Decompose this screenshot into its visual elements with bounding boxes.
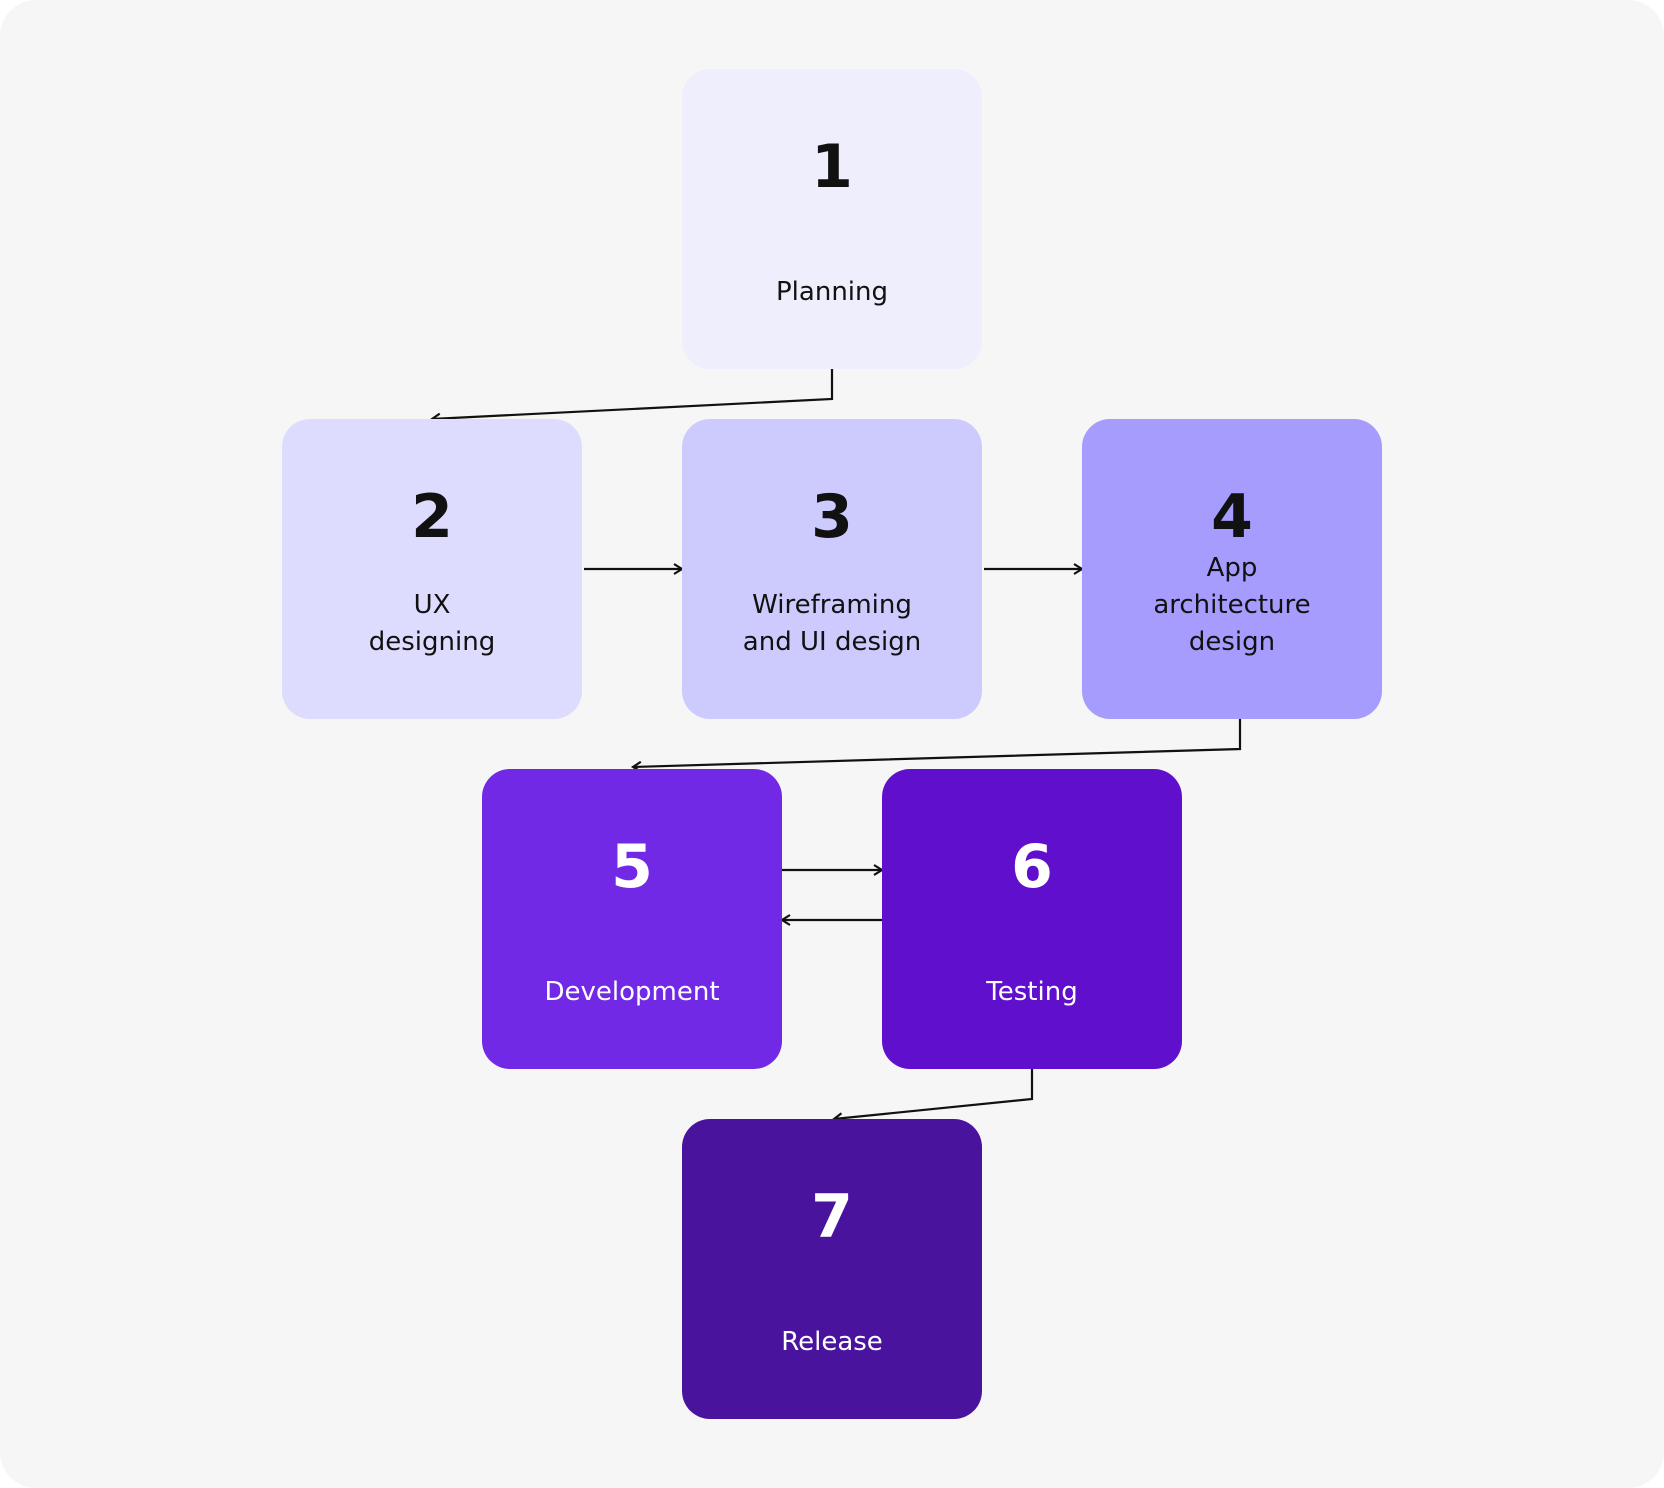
step-4-app-architecture: 4 App architecture design — [1082, 419, 1382, 719]
step-label: Development — [544, 977, 720, 1007]
step-5-development: 5 Development — [482, 769, 782, 1069]
step-6-testing: 6 Testing — [882, 769, 1182, 1069]
step-label: Planning — [776, 277, 888, 307]
step-label: Wireframing and UI design — [742, 590, 922, 657]
step-number: 3 — [811, 482, 853, 552]
step-label: App architecture design — [1153, 553, 1311, 657]
step-2-ux-designing: 2 UX designing — [282, 419, 582, 719]
step-1-planning: 1 Planning — [682, 69, 982, 369]
step-3-wireframing: 3 Wireframing and UI design — [682, 419, 982, 719]
step-number: 6 — [1011, 832, 1053, 902]
step-label: UX designing — [368, 590, 496, 657]
step-number: 1 — [811, 132, 853, 202]
step-number: 2 — [411, 482, 453, 552]
step-number: 7 — [811, 1182, 853, 1252]
step-7-release: 7 Release — [682, 1119, 982, 1419]
step-number: 5 — [611, 832, 653, 902]
step-label: Testing — [986, 977, 1078, 1007]
arrow-6-to-7 — [831, 1069, 1034, 1125]
arrow-4-to-5 — [630, 719, 1242, 773]
step-number: 4 — [1211, 482, 1253, 552]
step-label: Release — [781, 1327, 883, 1357]
arrow-1-to-2 — [429, 369, 834, 425]
